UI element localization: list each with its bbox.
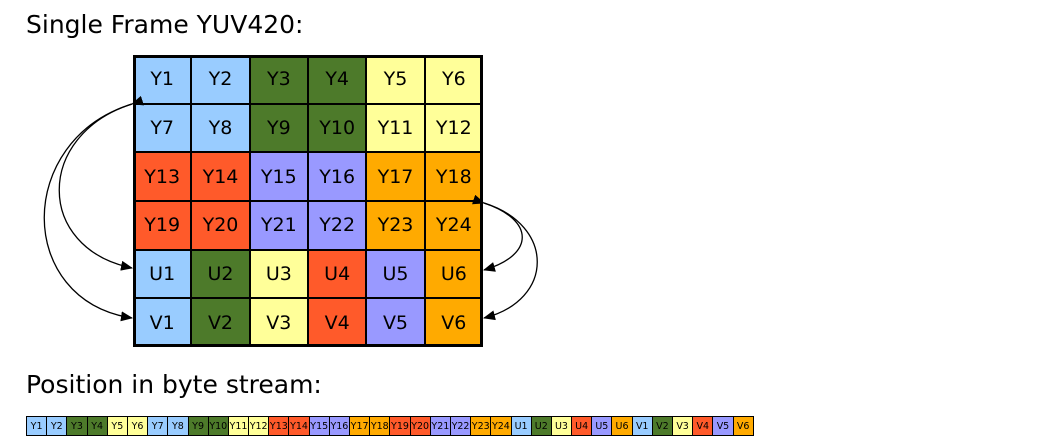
stream-y6: Y6 (126, 416, 149, 436)
cell-y11: Y11 (366, 103, 425, 153)
stream-y3: Y3 (66, 416, 88, 436)
stream-u5: U5 (591, 416, 613, 436)
arrow-y1-to-u1 (58, 95, 145, 271)
cell-y18: Y18 (424, 152, 483, 201)
stream-y4: Y4 (86, 416, 108, 436)
cell-y3: Y3 (249, 55, 308, 104)
cell-y8: Y8 (191, 103, 250, 153)
cell-y9: Y9 (249, 103, 308, 153)
cell-u6: U6 (424, 249, 483, 299)
stream-title: Position in byte stream: (26, 370, 322, 399)
cell-y12: Y12 (424, 103, 483, 153)
stream-y21: Y21 (429, 416, 451, 436)
cell-y5: Y5 (366, 55, 425, 104)
cell-y2: Y2 (191, 55, 250, 104)
stream-v4: V4 (692, 416, 714, 436)
stream-y20: Y20 (409, 416, 431, 436)
cell-u4: U4 (308, 249, 367, 299)
cell-u2: U2 (191, 249, 250, 299)
cell-y22: Y22 (308, 201, 367, 250)
cell-u3: U3 (249, 249, 308, 299)
stream-y10: Y10 (207, 416, 229, 436)
stream-v3: V3 (672, 416, 694, 436)
cell-y21: Y21 (249, 201, 308, 250)
stream-u4: U4 (571, 416, 593, 436)
cell-y6: Y6 (424, 55, 483, 104)
stream-v5: V5 (712, 416, 734, 436)
stream-y11: Y11 (227, 416, 250, 436)
stream-y17: Y17 (349, 416, 371, 436)
stream-y22: Y22 (449, 416, 472, 436)
stream-y13: Y13 (268, 416, 290, 436)
cell-y15: Y15 (249, 152, 308, 201)
arrow-y24-to-u6 (471, 194, 523, 272)
stream-y15: Y15 (308, 416, 330, 436)
stream-y5: Y5 (106, 416, 128, 436)
cell-y13: Y13 (133, 152, 192, 201)
stream-u6: U6 (611, 416, 633, 436)
cell-y19: Y19 (133, 201, 192, 250)
cell-y17: Y17 (366, 152, 425, 201)
stream-y24: Y24 (490, 416, 512, 436)
cell-y14: Y14 (191, 152, 250, 201)
stream-y16: Y16 (328, 416, 350, 436)
arrow-y1-to-v1 (43, 103, 133, 322)
cell-y23: Y23 (366, 201, 425, 250)
cell-y7: Y7 (133, 103, 192, 153)
stream-v1: V1 (631, 416, 653, 436)
stream-v2: V2 (651, 416, 673, 436)
cell-v4: V4 (308, 298, 367, 347)
cell-y4: Y4 (308, 55, 367, 104)
cell-u5: U5 (366, 249, 425, 299)
cell-y20: Y20 (191, 201, 250, 250)
stream-y9: Y9 (187, 416, 209, 436)
stream-y7: Y7 (147, 416, 169, 436)
stream-y1: Y1 (26, 416, 48, 436)
cell-v1: V1 (133, 298, 192, 347)
stream-y8: Y8 (167, 416, 189, 436)
cell-v2: V2 (191, 298, 250, 347)
stream-u2: U2 (530, 416, 552, 436)
cell-v3: V3 (249, 298, 308, 347)
stream-y23: Y23 (470, 416, 492, 436)
cell-u1: U1 (133, 249, 192, 299)
cell-y1: Y1 (133, 55, 192, 104)
stream-y19: Y19 (389, 416, 411, 436)
stream-u1: U1 (510, 416, 532, 436)
arrow-y24-to-v6 (483, 202, 538, 321)
cell-v6: V6 (424, 298, 483, 347)
cell-y24: Y24 (424, 201, 483, 250)
stream-y18: Y18 (369, 416, 391, 436)
stream-u3: U3 (550, 416, 573, 436)
stream-y12: Y12 (248, 416, 270, 436)
stream-y14: Y14 (288, 416, 310, 436)
frame-title: Single Frame YUV420: (26, 10, 304, 39)
stream-v6: V6 (732, 416, 754, 436)
cell-y10: Y10 (308, 103, 367, 153)
cell-v5: V5 (366, 298, 425, 347)
stream-y2: Y2 (46, 416, 68, 436)
cell-y16: Y16 (308, 152, 367, 201)
